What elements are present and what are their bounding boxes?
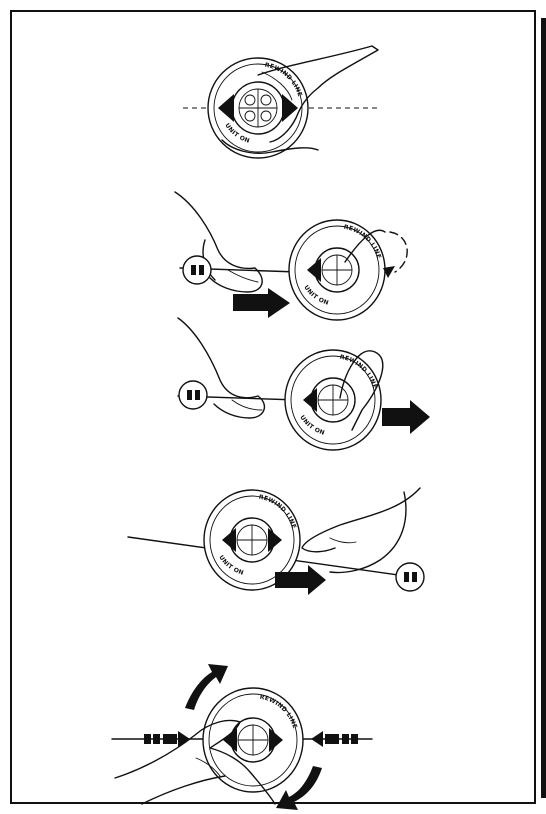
pull-arrow-icon (382, 400, 430, 434)
step-1-hold-head: REWIND LINE UNIT ON (183, 46, 380, 158)
step-5-rewind: REWIND LINE (112, 664, 372, 810)
step-2-insert-line: REWIND LINE UNIT ON (175, 192, 407, 320)
push-arrow-icon (233, 288, 290, 318)
step-4-center-line: REWIND LINE UNIT ON (128, 488, 424, 595)
step-3-pull-line: REWIND LINE UNIT ON (178, 318, 430, 450)
arrow-left-icon (311, 731, 323, 747)
arrow-right-icon (178, 731, 190, 747)
